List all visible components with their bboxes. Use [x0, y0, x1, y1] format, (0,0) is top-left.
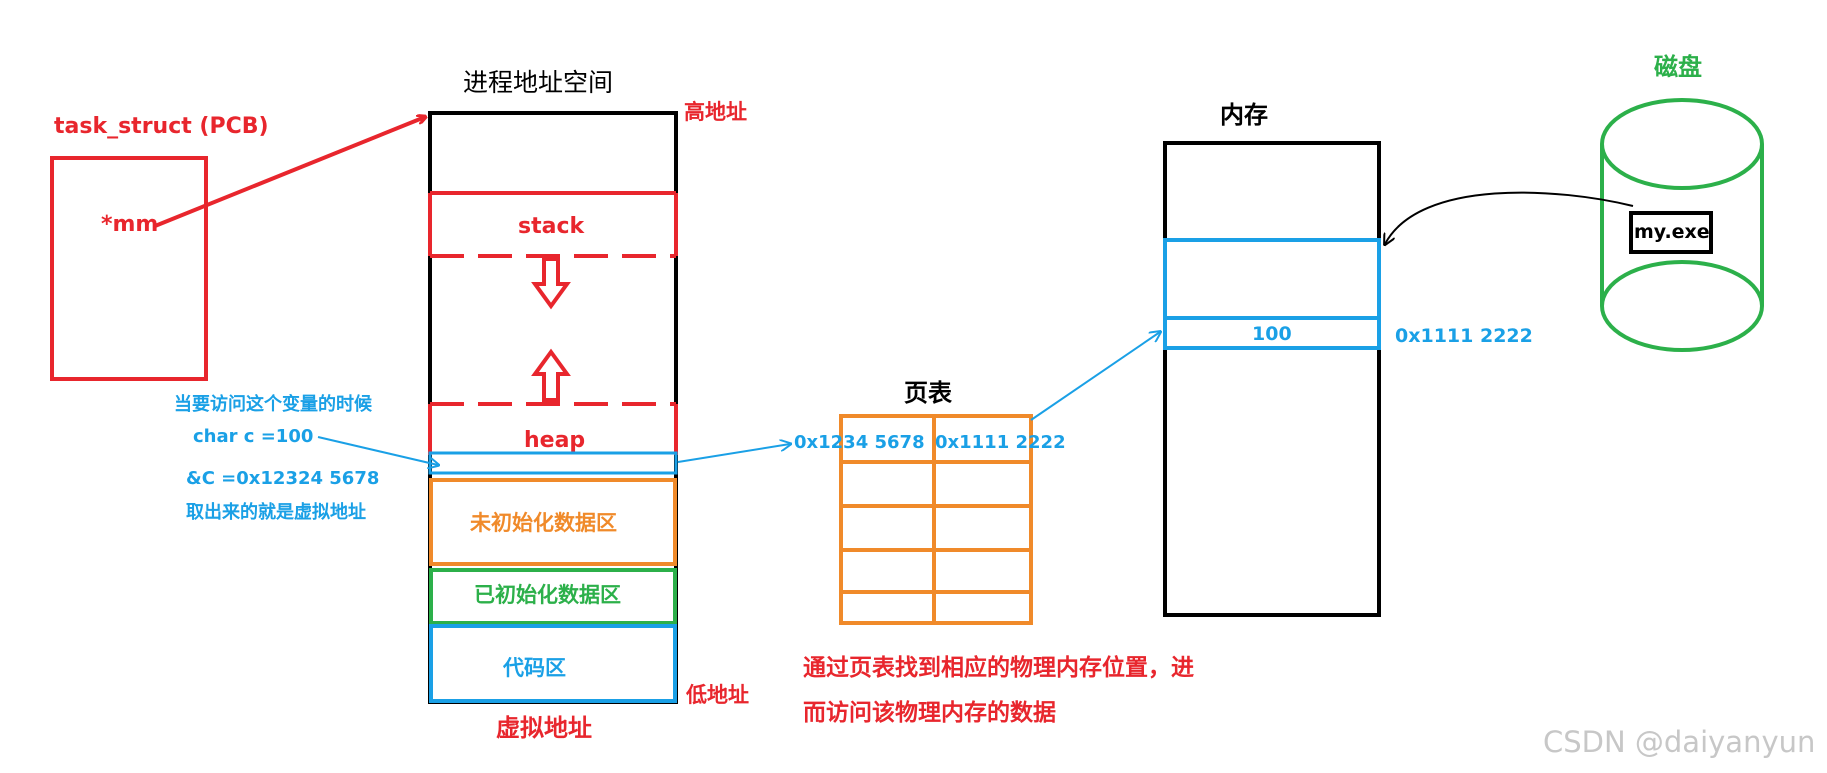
page-table-virtual-address: 0x1234 5678	[794, 432, 925, 453]
watermark: CSDN @daiyanyun	[1543, 725, 1816, 759]
bss-region	[429, 478, 677, 566]
annotation-arrow	[317, 436, 438, 465]
page-table-to-memory-arrow	[1030, 332, 1160, 421]
memory-title: 内存	[1220, 101, 1268, 129]
code-region	[429, 624, 677, 703]
address-space-box	[428, 111, 678, 704]
slot-to-page-table-arrow	[677, 444, 790, 463]
page-table-title: 页表	[904, 379, 952, 407]
load-to-memory-arrow	[1385, 191, 1634, 244]
data-region	[429, 568, 677, 625]
heap-label: heap	[524, 428, 586, 453]
stack-label: stack	[518, 214, 585, 239]
heap-grow-up-arrow	[531, 348, 571, 402]
low-address-label: 低地址	[686, 683, 749, 707]
pcb-box	[50, 156, 208, 381]
mm-pointer-label: *mm	[101, 212, 159, 237]
mm-to-address-space-arrow	[154, 117, 425, 228]
annotation-line-1: 当要访问这个变量的时候	[174, 394, 372, 415]
exe-file-box	[1629, 211, 1713, 254]
high-address-label: 高地址	[684, 100, 747, 124]
disk-cylinder	[1600, 98, 1764, 352]
disk-title: 磁盘	[1654, 53, 1702, 81]
stack-grow-down-arrow	[531, 257, 571, 310]
address-space-title: 进程地址空间	[463, 68, 614, 97]
annotation-line-2: char c =100	[193, 426, 314, 447]
page-table-grid	[839, 414, 1033, 625]
bss-label: 未初始化数据区	[470, 511, 617, 535]
explanation-line-2: 而访问该物理内存的数据	[803, 700, 1056, 726]
pcb-title: task_struct (PCB)	[54, 114, 269, 139]
memory-loaded-region	[1163, 238, 1381, 350]
code-label: 代码区	[503, 656, 566, 680]
page-table-physical-address: 0x1111 2222	[935, 432, 1066, 453]
exe-file-label: my.exe	[1634, 221, 1710, 243]
memory-physical-address: 0x1111 2222	[1395, 325, 1533, 347]
variable-slot	[428, 451, 678, 475]
memory-box	[1163, 141, 1381, 617]
virtual-address-label: 虚拟地址	[496, 714, 592, 742]
memory-value: 100	[1252, 323, 1292, 345]
annotation-line-4: 取出来的就是虚拟地址	[186, 502, 366, 523]
data-label: 已初始化数据区	[474, 583, 621, 607]
explanation-line-1: 通过页表找到相应的物理内存位置，进	[803, 655, 1194, 681]
annotation-line-3: &C =0x12324 5678	[186, 468, 380, 489]
